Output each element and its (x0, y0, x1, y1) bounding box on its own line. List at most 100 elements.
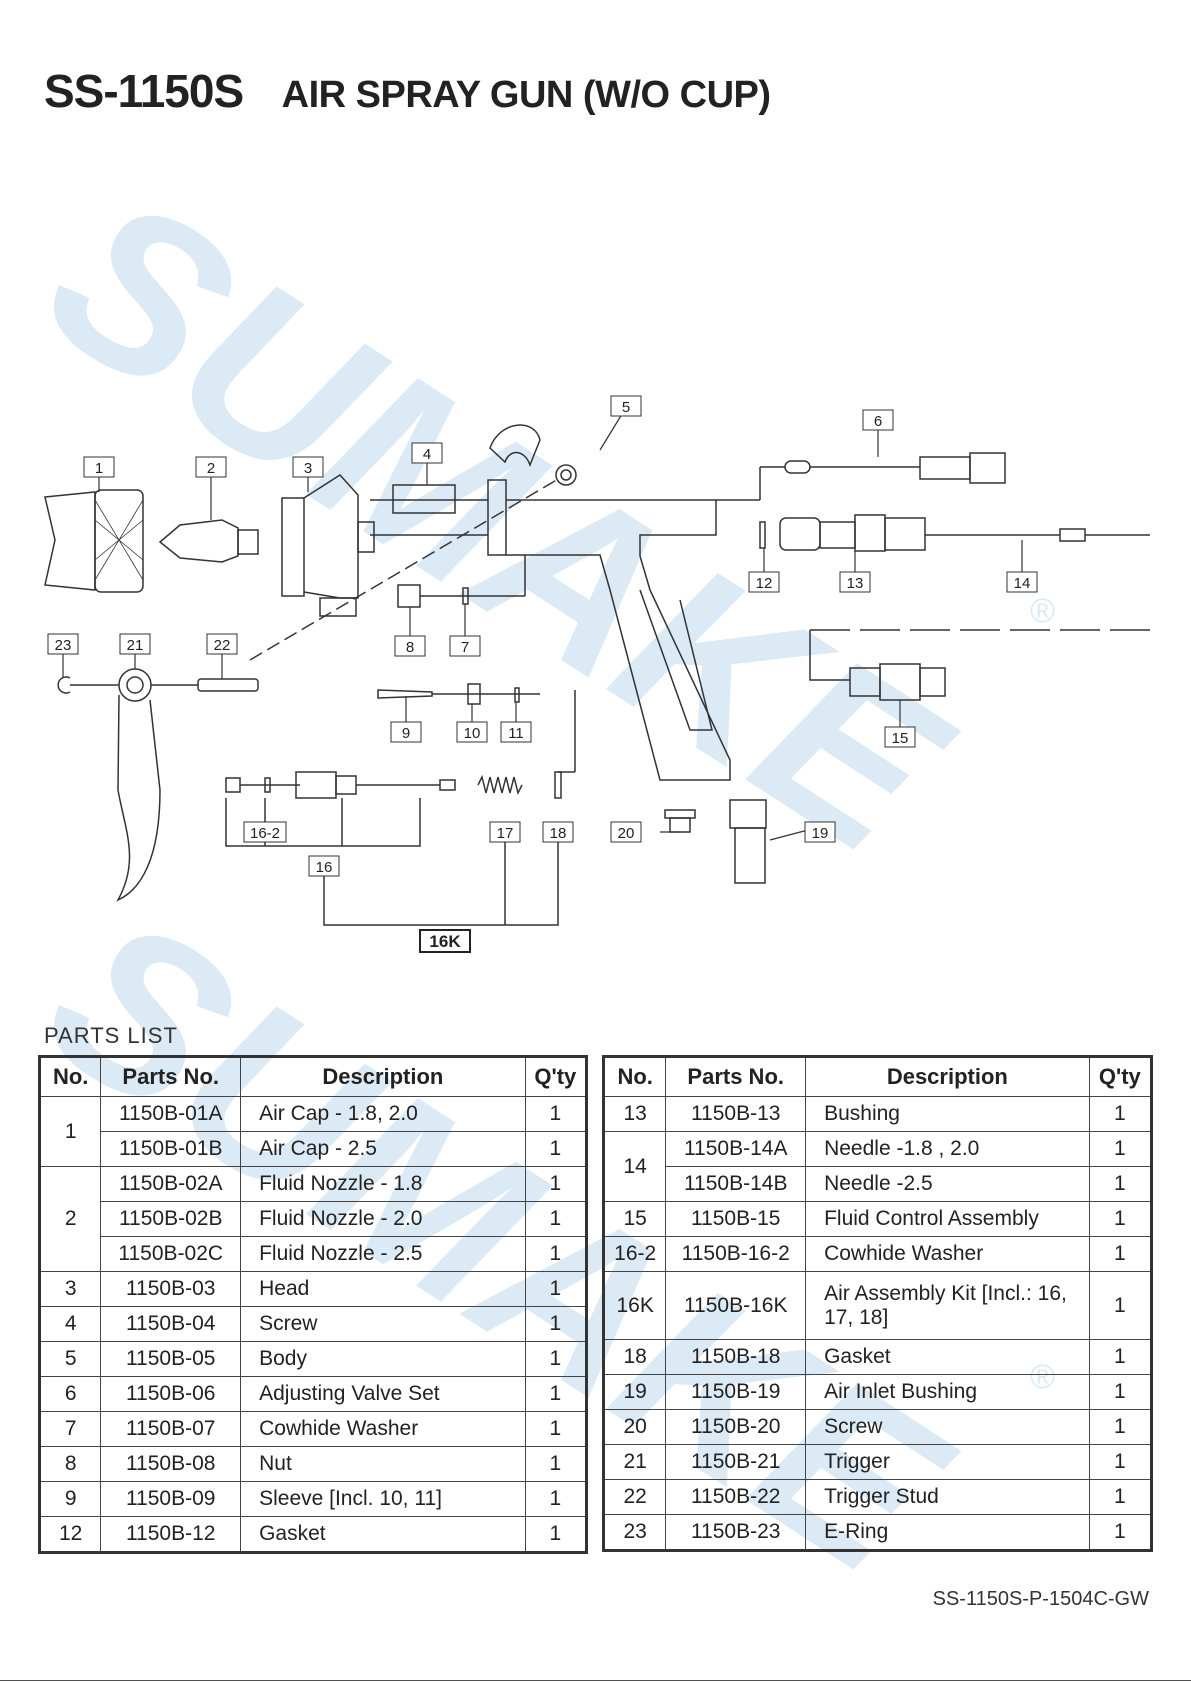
part-item-no: 14 (602, 1131, 667, 1202)
callout-18: 18 (550, 825, 567, 842)
bottom-divider (0, 1680, 1191, 1681)
part-qty: 1 (524, 1376, 588, 1412)
part-qty: 1 (1088, 1236, 1153, 1272)
part-number: 1150B-21 (665, 1444, 807, 1480)
callout-12: 12 (756, 575, 773, 592)
part-description: Cowhide Washer (805, 1236, 1090, 1272)
part-item-no: 16K (602, 1271, 667, 1340)
part-number: 1150B-19 (665, 1374, 807, 1410)
part-description: Needle -1.8 , 2.0 (805, 1131, 1090, 1167)
part-number: 1150B-01A (100, 1096, 242, 1132)
part-description: Air Inlet Bushing (805, 1374, 1090, 1410)
part-description: Trigger Stud (805, 1479, 1090, 1515)
col-no: No. (602, 1056, 667, 1097)
callout-14: 14 (1014, 575, 1031, 592)
part-number: 1150B-04 (100, 1306, 242, 1342)
part-number: 1150B-12 (100, 1516, 242, 1553)
exploded-parts-diagram: 1 2 3 4 5 6 7 8 9 10 11 12 13 14 15 16 1… (44, 395, 1150, 953)
part-item-no: 13 (602, 1096, 667, 1132)
part-item-no: 6 (38, 1376, 102, 1412)
part-qty: 1 (524, 1166, 588, 1202)
part-qty: 1 (1088, 1479, 1153, 1515)
part-qty: 1 (524, 1131, 588, 1167)
part-description: Trigger (805, 1444, 1090, 1480)
part-number: 1150B-23 (665, 1514, 807, 1551)
part-number: 1150B-02C (100, 1236, 242, 1272)
part-description: Cowhide Washer (240, 1411, 526, 1447)
callout-15: 15 (892, 730, 909, 747)
part-number: 1150B-22 (665, 1479, 807, 1515)
part-description: Fluid Nozzle - 2.5 (240, 1236, 526, 1272)
callout-3: 3 (304, 460, 312, 477)
part-description: Fluid Nozzle - 2.0 (240, 1201, 526, 1237)
callout-6: 6 (874, 413, 882, 430)
part-number: 1150B-16K (665, 1271, 807, 1340)
callout-7: 7 (461, 639, 469, 656)
part-number: 1150B-16-2 (665, 1236, 807, 1272)
callout-22: 22 (214, 637, 231, 654)
part-item-no: 23 (602, 1514, 667, 1551)
callout-8: 8 (406, 639, 414, 656)
col-description: Description (805, 1056, 1090, 1097)
part-item-no: 4 (38, 1306, 102, 1342)
part-number: 1150B-05 (100, 1341, 242, 1377)
part-item-no: 19 (602, 1374, 667, 1410)
part-qty: 1 (524, 1516, 588, 1553)
callout-20: 20 (618, 825, 635, 842)
callout-9: 9 (402, 725, 410, 742)
callout-19: 19 (812, 825, 829, 842)
part-number: 1150B-02B (100, 1201, 242, 1237)
callout-21: 21 (127, 637, 144, 654)
col-description: Description (240, 1056, 526, 1097)
part-description: Fluid Control Assembly (805, 1201, 1090, 1237)
part-item-no: 15 (602, 1201, 667, 1237)
part-number: 1150B-08 (100, 1446, 242, 1482)
part-number: 1150B-15 (665, 1201, 807, 1237)
col-no: No. (38, 1056, 102, 1097)
callout-4: 4 (423, 446, 431, 463)
part-description: Sleeve [Incl. 10, 11] (240, 1481, 526, 1517)
part-item-no: 1 (38, 1096, 102, 1167)
callout-13: 13 (847, 575, 864, 592)
document-code: SS-1150S-P-1504C-GW (932, 1588, 1149, 1610)
part-number: 1150B-03 (100, 1271, 242, 1307)
part-description: Air Cap - 1.8, 2.0 (240, 1096, 526, 1132)
part-item-no: 20 (602, 1409, 667, 1445)
part-qty: 1 (1088, 1514, 1153, 1551)
part-description: Screw (240, 1306, 526, 1342)
callout-23: 23 (55, 637, 72, 654)
parts-list-title: PARTS LIST (44, 1023, 178, 1048)
part-qty: 1 (1088, 1444, 1153, 1480)
part-qty: 1 (1088, 1201, 1153, 1237)
part-number: 1150B-09 (100, 1481, 242, 1517)
part-number: 1150B-02A (100, 1166, 242, 1202)
part-qty: 1 (524, 1271, 588, 1307)
product-name: AIR SPRAY GUN (W/O CUP) (281, 74, 771, 116)
part-qty: 1 (1088, 1339, 1153, 1375)
model-number: SS-1150S (44, 65, 244, 117)
part-qty: 1 (524, 1236, 588, 1272)
col-qty: Q'ty (1088, 1056, 1153, 1097)
part-number: 1150B-20 (665, 1409, 807, 1445)
part-item-no: 9 (38, 1481, 102, 1517)
part-number: 1150B-01B (100, 1131, 242, 1167)
part-item-no: 12 (38, 1516, 102, 1553)
callout-5: 5 (622, 399, 630, 416)
col-qty: Q'ty (524, 1056, 588, 1097)
part-item-no: 22 (602, 1479, 667, 1515)
registered-mark: ® (1030, 592, 1056, 630)
part-item-no: 7 (38, 1411, 102, 1447)
